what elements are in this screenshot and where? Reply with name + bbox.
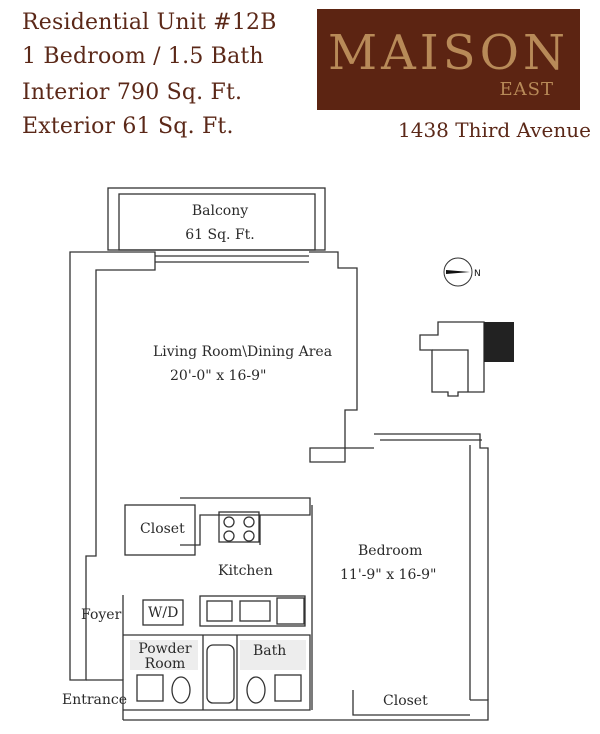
- key-plan: [419, 321, 485, 397]
- north-arrow-icon: [443, 257, 473, 287]
- bath-label: Bath: [253, 643, 287, 659]
- foyer-label: Foyer: [81, 607, 122, 623]
- compass-label: N: [474, 269, 481, 279]
- bottom-wall: [123, 699, 489, 721]
- bath-toilet: [246, 676, 266, 704]
- fridge: [276, 597, 305, 625]
- bedroom-closet-wall: [352, 690, 470, 716]
- entrance-label: Entrance: [62, 692, 128, 708]
- exterior-wall: [69, 251, 156, 681]
- logo-brand: MAISON: [327, 25, 569, 81]
- address: 1438 Third Avenue: [398, 118, 591, 142]
- unit-title: Residential Unit #12B: [22, 10, 277, 35]
- kitchen-counter: [180, 497, 311, 546]
- living-dims: 20'-0" x 16-9": [170, 368, 267, 384]
- logo-sub: EAST: [499, 79, 554, 100]
- balcony-label: Balcony: [191, 203, 249, 219]
- beds-baths: 1 Bedroom / 1.5 Bath: [22, 44, 264, 69]
- balcony-area: 61 Sq. Ft.: [185, 227, 255, 243]
- kitchen-label: Kitchen: [218, 563, 273, 579]
- closet-box: [124, 504, 196, 556]
- interior-area: Interior 790 Sq. Ft.: [22, 80, 243, 105]
- dishwasher: [239, 600, 271, 622]
- stove: [218, 511, 260, 543]
- closet-label: Closet: [140, 521, 185, 537]
- living-label: Living Room\Dining Area: [153, 344, 333, 360]
- bath-sink: [274, 674, 302, 702]
- powder-walls: [123, 634, 311, 711]
- tub: [206, 644, 235, 704]
- bedroom-window-wall: [374, 433, 489, 700]
- bedroom-dims: 11'-9" x 16-9": [340, 567, 437, 583]
- powder-sink: [136, 674, 164, 702]
- wd-label: W/D: [148, 605, 179, 621]
- sink-counter: [199, 595, 306, 627]
- balcony-inner: [118, 193, 316, 251]
- exterior-area: Exterior 61 Sq. Ft.: [22, 114, 234, 139]
- powder-toilet: [171, 676, 191, 704]
- powder-label: Powder Room: [138, 641, 192, 673]
- bedroom-label: Bedroom: [358, 543, 423, 559]
- maison-east-logo: MAISON EAST: [317, 9, 580, 110]
- wd-box: [142, 599, 184, 626]
- closet2-label: Closet: [383, 693, 428, 709]
- living-wall-right: [309, 251, 374, 463]
- sink: [206, 600, 233, 622]
